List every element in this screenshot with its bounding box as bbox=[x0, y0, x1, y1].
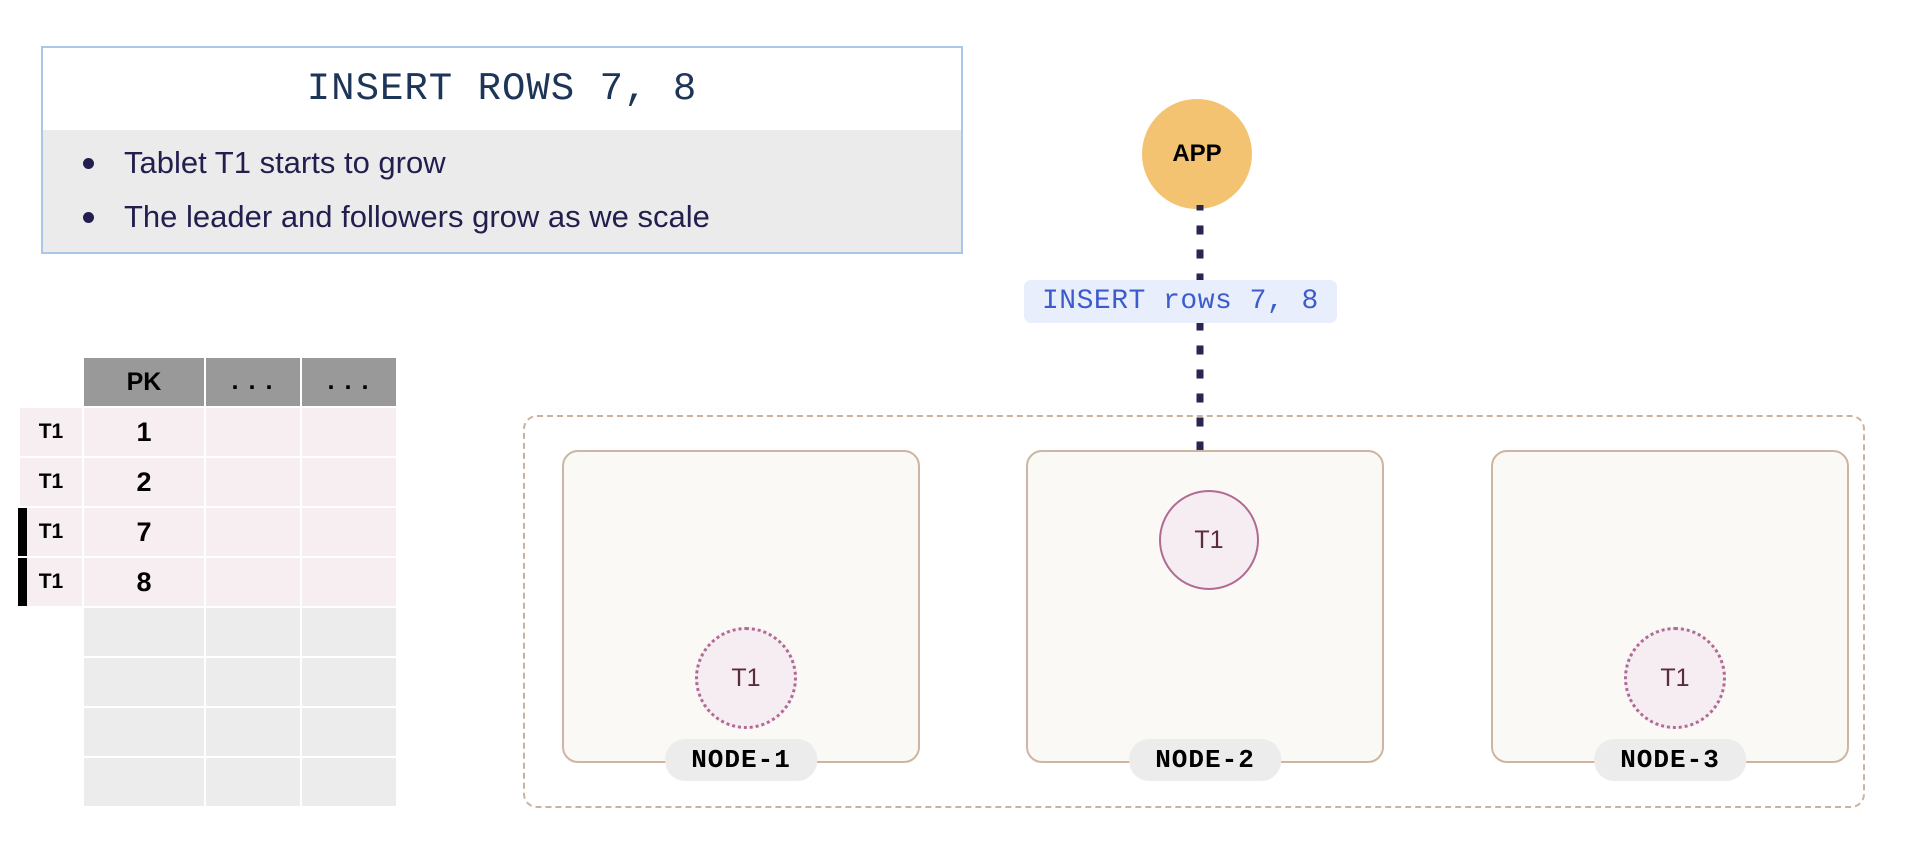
list-item: Tablet T1 starts to grow bbox=[43, 136, 961, 190]
cell-pk: 8 bbox=[84, 558, 204, 606]
cell-col2 bbox=[302, 408, 396, 456]
list-item: The leader and followers grow as we scal… bbox=[43, 190, 961, 244]
tablet-label: T1 bbox=[1660, 663, 1690, 692]
node-label: NODE-2 bbox=[1129, 739, 1281, 781]
bullet-dot-icon bbox=[83, 211, 94, 223]
bullet-text: The leader and followers grow as we scal… bbox=[124, 199, 710, 234]
tablet-leader-t1: T1 bbox=[1159, 490, 1259, 590]
row-tablet-tag bbox=[20, 758, 82, 806]
callout-bullet-list: Tablet T1 starts to grow The leader and … bbox=[43, 130, 961, 252]
cell-col1 bbox=[206, 508, 300, 556]
app-node: APP bbox=[1142, 99, 1252, 209]
cell-col2 bbox=[302, 658, 396, 706]
cell-col1 bbox=[206, 658, 300, 706]
row-tablet-tag: T1 bbox=[20, 458, 82, 506]
cell-pk bbox=[84, 658, 204, 706]
node-card-node-2: T1 NODE-2 bbox=[1026, 450, 1384, 781]
cell-pk: 1 bbox=[84, 408, 204, 456]
bullet-dot-icon bbox=[83, 157, 94, 169]
tablet-label: T1 bbox=[731, 663, 761, 692]
table-row bbox=[20, 708, 396, 756]
tag-header-spacer bbox=[20, 358, 82, 406]
row-tablet-tag bbox=[20, 658, 82, 706]
tablet-follower-t1: T1 bbox=[1624, 627, 1726, 729]
column-header-ellipsis-2: ... bbox=[302, 358, 396, 406]
cell-col1 bbox=[206, 608, 300, 656]
node-label: NODE-1 bbox=[665, 739, 817, 781]
request-label: INSERT rows 7, 8 bbox=[1024, 280, 1337, 323]
cell-col1 bbox=[206, 458, 300, 506]
table-row: T1 1 bbox=[20, 408, 396, 456]
row-tablet-tag: T1 bbox=[20, 408, 82, 456]
tablet-label: T1 bbox=[1194, 525, 1224, 554]
table-row: T1 2 bbox=[20, 458, 396, 506]
cell-pk bbox=[84, 608, 204, 656]
app-label: APP bbox=[1172, 140, 1222, 167]
cell-col2 bbox=[302, 758, 396, 806]
insert-callout-panel: INSERT ROWS 7, 8 Tablet T1 starts to gro… bbox=[41, 46, 963, 254]
table-row bbox=[20, 758, 396, 806]
row-tablet-tag bbox=[20, 708, 82, 756]
table-row bbox=[20, 658, 396, 706]
cell-col1 bbox=[206, 758, 300, 806]
row-tablet-tag bbox=[20, 608, 82, 656]
cell-col2 bbox=[302, 708, 396, 756]
cell-pk bbox=[84, 758, 204, 806]
column-header-ellipsis-1: ... bbox=[206, 358, 300, 406]
column-header-pk: PK bbox=[84, 358, 204, 406]
node-card-node-1: T1 NODE-1 bbox=[562, 450, 920, 781]
node-card-node-3: T1 NODE-3 bbox=[1491, 450, 1849, 781]
cell-pk bbox=[84, 708, 204, 756]
cell-pk: 2 bbox=[84, 458, 204, 506]
table-row bbox=[20, 608, 396, 656]
cell-col1 bbox=[206, 708, 300, 756]
node-label: NODE-3 bbox=[1594, 739, 1746, 781]
cell-col1 bbox=[206, 558, 300, 606]
cell-col2 bbox=[302, 458, 396, 506]
table-row: T1 8 bbox=[18, 558, 396, 606]
tablet-follower-t1: T1 bbox=[695, 627, 797, 729]
row-tablet-tag: T1 bbox=[18, 508, 82, 556]
cell-col1 bbox=[206, 408, 300, 456]
cell-pk: 7 bbox=[84, 508, 204, 556]
bullet-text: Tablet T1 starts to grow bbox=[124, 145, 446, 180]
cell-col2 bbox=[302, 558, 396, 606]
cluster-boundary: T1 NODE-1 T1 NODE-2 T1 NODE-3 bbox=[523, 415, 1865, 808]
table-row: T1 7 bbox=[18, 508, 396, 556]
row-tablet-tag: T1 bbox=[18, 558, 82, 606]
tablet-rows-table: PK ... ... T1 1 T1 2 T1 7 T1 8 bbox=[18, 356, 398, 808]
cell-col2 bbox=[302, 508, 396, 556]
callout-title: INSERT ROWS 7, 8 bbox=[43, 48, 961, 130]
table-header-row: PK ... ... bbox=[20, 358, 396, 406]
cell-col2 bbox=[302, 608, 396, 656]
